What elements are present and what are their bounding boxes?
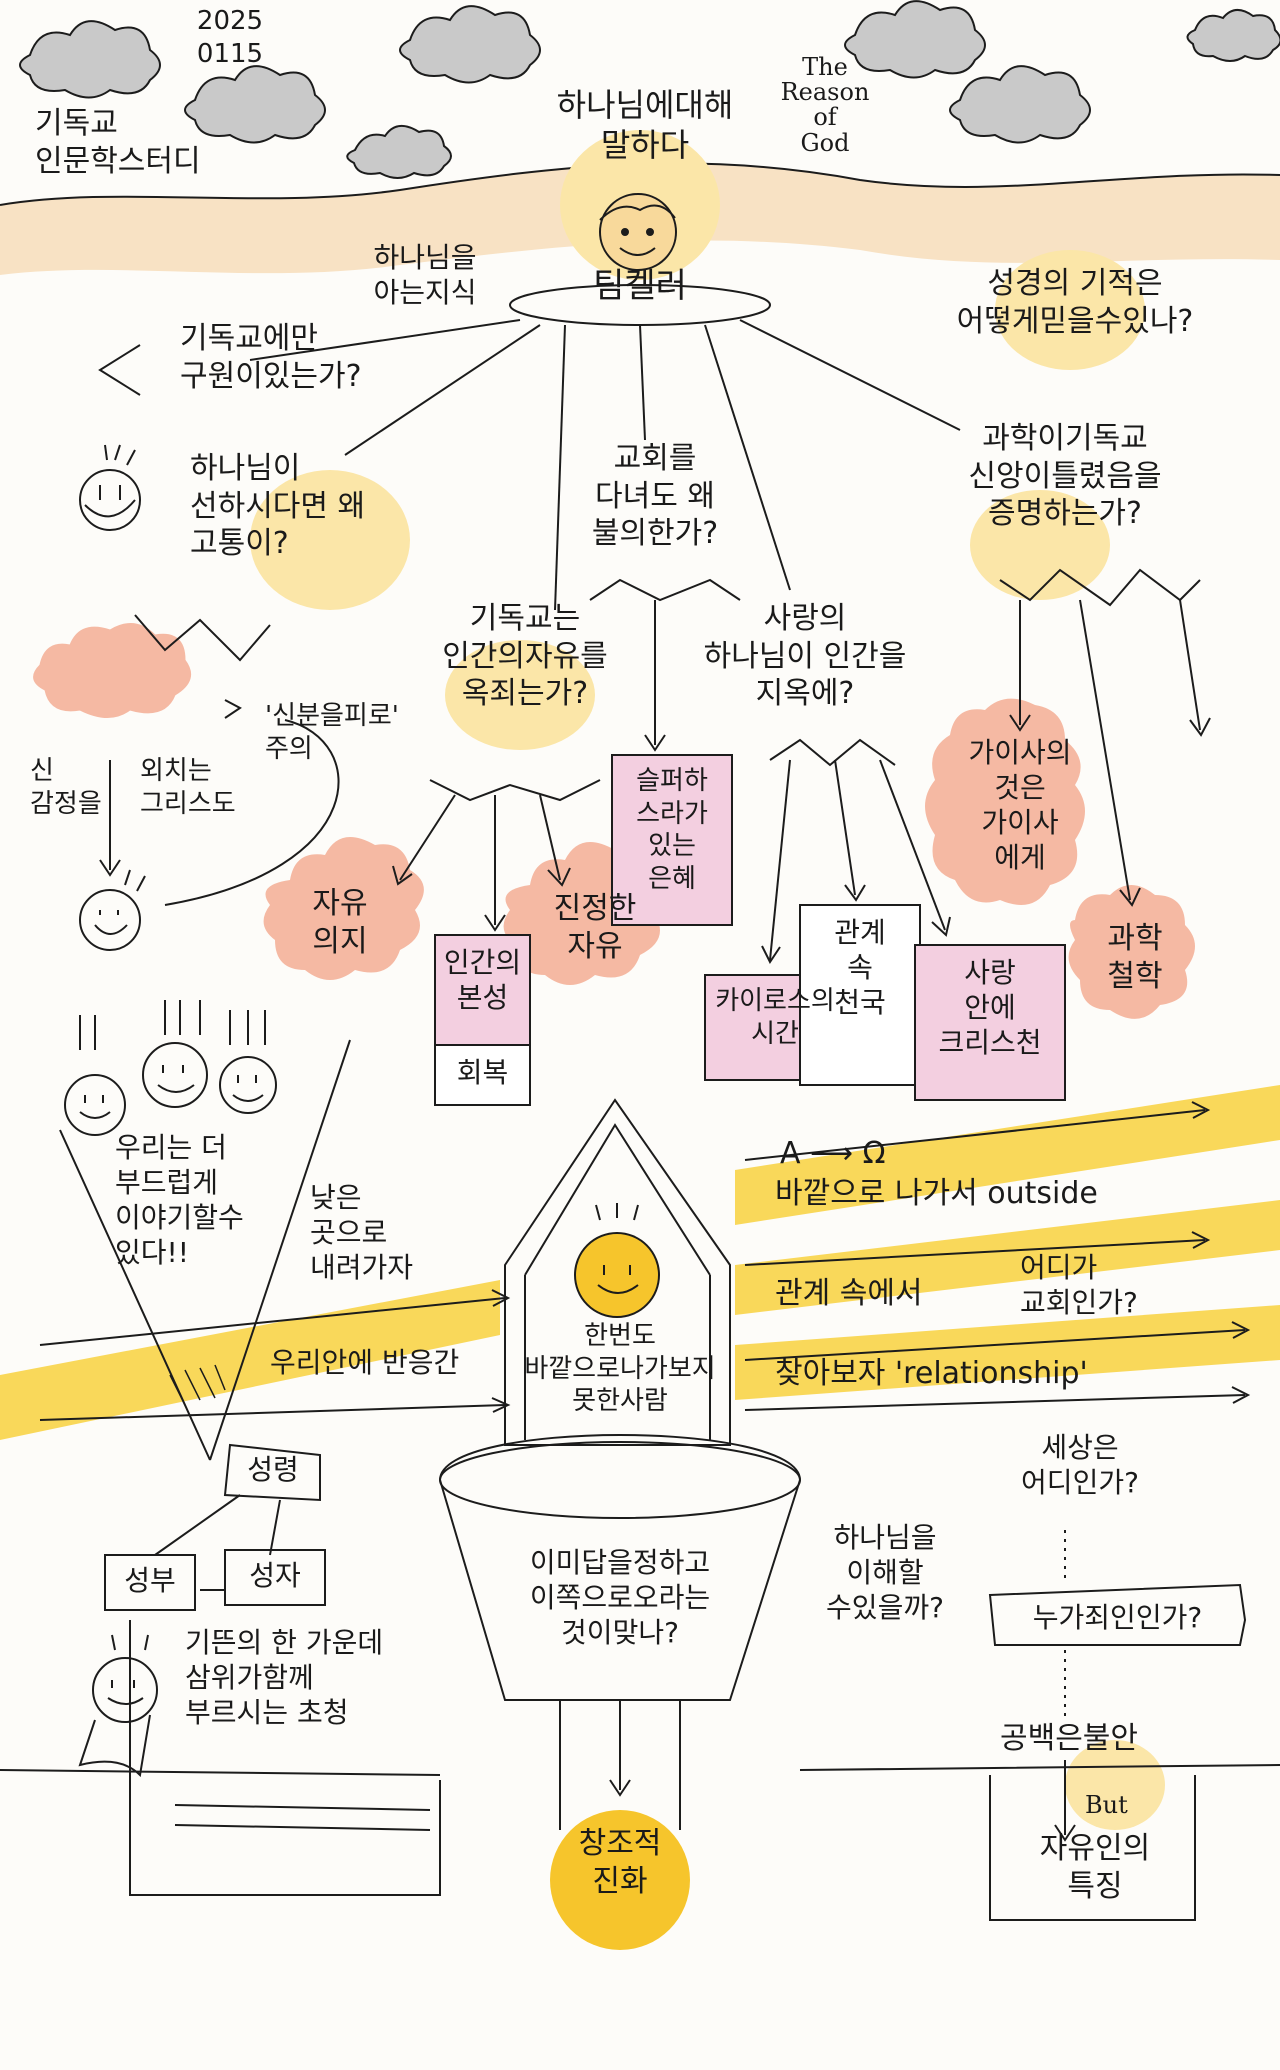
author-face-icon (600, 194, 676, 270)
creative-dialogue-label: 창조적 진화 (560, 1825, 680, 1900)
where-world-note: 세상은 어디인가? (1000, 1430, 1160, 1500)
among-us-note: 우리안에 반응간 (270, 1345, 459, 1380)
date-label: 2025 0115 (165, 5, 295, 70)
note-shin: '신분을피로' 주의 (265, 700, 399, 765)
chalice-arrow (610, 1700, 630, 1795)
go-outside-note: 바깥으로 나가서 outside (775, 1175, 1098, 1213)
gray-cloud (185, 66, 325, 142)
caesar-label: 가이사의 것은 가이사 에게 (950, 735, 1090, 875)
peach-cloud (34, 624, 191, 718)
invitation-lines (175, 1805, 430, 1830)
gray-cloud (347, 126, 451, 178)
to-know-god: 하나님을 아는지식 (335, 240, 515, 310)
free-trait-label: 자유인의 특징 (995, 1830, 1195, 1905)
go-low-note: 낮은 곳으로 내려가자 (310, 1180, 413, 1285)
smiley-face-icon (65, 1015, 125, 1135)
study-title: 기독교 인문학스터디 (35, 105, 201, 180)
smiley-face-icon (220, 1010, 276, 1113)
where-church-note: 어디가 교회인가? (1020, 1250, 1138, 1320)
curved-arrow-head (225, 700, 240, 718)
never-outside-label: 한번도 바깥으로나가보지 못한사람 (500, 1320, 740, 1418)
question-freedom: 기독교는 인간의자유를 옥죄는가? (410, 600, 640, 713)
question-only-salvation: 기독교에만 구원이있는가? (180, 320, 362, 395)
but-label: But (1085, 1790, 1128, 1820)
who-sinner-label: 누가죄인인가? (995, 1600, 1240, 1635)
recovery-label: 회복 (435, 1055, 530, 1090)
relationship-label: 관계 속 천국 (800, 915, 920, 1020)
already-decided-note: 이미답을정하고 이쪽으로오라는 것이맞나? (515, 1545, 725, 1650)
sun-face-icon (575, 1233, 659, 1317)
gray-cloud (1187, 10, 1280, 61)
understand-god-note: 하나님을 이해할 수있을까? (800, 1520, 970, 1625)
find-relationship-note: 찾아보자 'relationship' (775, 1355, 1088, 1393)
gray-cloud (950, 66, 1090, 142)
grace-label: 슬퍼하 스라가 있는 은혜 (612, 765, 732, 895)
true-freedom-label: 진정한 자유 (520, 890, 670, 965)
trinity-spirit-label: 성령 (228, 1452, 318, 1487)
smiley-face-icon (80, 445, 140, 530)
a-to-omega: A ⟶ Ω (780, 1135, 886, 1173)
science-philosophy-label: 과학 철학 (1075, 920, 1195, 995)
question-love: 사랑의 하나님이 인간을 지옥에? (690, 600, 920, 713)
love-card-label: 사랑 안에 크리스천 (915, 955, 1065, 1060)
note-god-emotion: 신 감정을 (30, 755, 102, 820)
trinity-description: 기뜬의 한 가운데 삼위가함께 부르시는 초청 (185, 1625, 383, 1730)
free-will-label: 자유 의지 (285, 885, 395, 960)
smiley-face-icon (80, 870, 145, 950)
person-icon (80, 1635, 157, 1775)
book-title-korean: 하나님에대해 말하다 (510, 85, 780, 165)
trinity-son-label: 성자 (225, 1558, 325, 1593)
question-suffering: 하나님이 선하시다면 왜 고통이? (190, 450, 365, 563)
gray-cloud (400, 6, 540, 82)
in-relation-note: 관계 속에서 (775, 1275, 923, 1313)
book-title-english: The Reason of God (770, 55, 880, 156)
note-jesus: 외치는 그리스도 (140, 755, 236, 820)
void-anxiety-note: 공백은불안 (1000, 1720, 1138, 1758)
question-science: 과학이기독교 신앙이틀렸음을 증명하는가? (945, 420, 1185, 533)
chalice-rim (440, 1442, 800, 1518)
human-nature-label: 인간의 본성 (435, 945, 530, 1015)
trinity-father-label: 성부 (105, 1563, 195, 1598)
question-miracles: 성경의 기적은 어떻게믿을수있나? (910, 265, 1240, 340)
smiley-face-icon (143, 1000, 207, 1107)
question-church: 교회를 다녀도 왜 불의한가? (555, 440, 755, 553)
author-name: 팀켈러 (545, 265, 735, 308)
gentle-note: 우리는 더 부드럽게 이야기할수 있다!! (115, 1130, 244, 1270)
gray-cloud (20, 21, 160, 97)
